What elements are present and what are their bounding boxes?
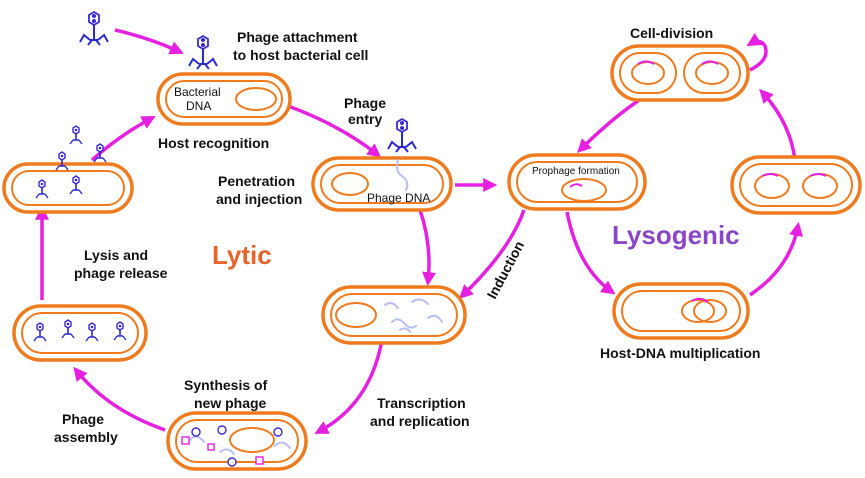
label-synthesis-2: new phage [194, 395, 267, 411]
cell-penetration [311, 156, 453, 212]
label-assembly-2: assembly [54, 429, 118, 445]
label-prophage-formation: Prophage formation [532, 166, 620, 177]
label-phage-entry-2: entry [348, 111, 382, 127]
cell-transcription [321, 285, 467, 345]
label-lysogenic: Lysogenic [612, 220, 740, 250]
arrow-to-synthesis [314, 339, 384, 434]
label-synthesis-1: Synthesis of [184, 377, 268, 393]
arrow-to-attachment [114, 28, 184, 55]
cycle-arrows [35, 28, 804, 434]
cell-host-recognition [156, 72, 292, 126]
cell-dividing [730, 155, 862, 215]
label-penetration-1: Penetration [218, 173, 295, 189]
arrow-lytic-down [418, 209, 437, 287]
cell-lysis [2, 162, 134, 214]
label-attachment-2: to host bacterial cell [233, 47, 368, 63]
arrow-to-prophage-from-top [577, 94, 646, 153]
label-lysis-1: Lysis and [84, 247, 148, 263]
label-phage-entry-1: Phage [344, 95, 386, 111]
cell-prophage [507, 153, 647, 211]
cell-host-dna-multiplication [612, 282, 750, 340]
label-attachment-1: Phage attachment [237, 29, 358, 45]
arrow-to-host-dna [565, 211, 616, 295]
cell-assembly [12, 304, 148, 362]
phage-free [79, 11, 109, 46]
label-host-recognition: Host recognition [158, 135, 269, 151]
label-bacterial-dna-2: DNA [186, 99, 211, 113]
label-lysis-2: phage release [74, 265, 168, 281]
arrow-to-cell-division [759, 88, 797, 161]
label-transcription-1: Transcription [377, 395, 466, 411]
phage-entering [387, 118, 417, 153]
label-bacterial-dna-1: Bacterial [174, 85, 221, 99]
arrow-cell-division-loop [746, 32, 768, 72]
label-host-dna-multiplication: Host-DNA multiplication [600, 345, 760, 361]
arrow-to-dividing-cell [749, 221, 804, 297]
label-cell-division: Cell-division [630, 25, 713, 41]
arrow-to-assembly [73, 366, 166, 432]
label-phage-dna: Phage DNA [367, 191, 430, 205]
label-assembly-1: Phage [62, 411, 104, 427]
label-lytic: Lytic [212, 240, 272, 270]
cell-synthesis [166, 411, 308, 471]
cell-division-cells [610, 44, 750, 102]
phage-attaching [188, 35, 218, 70]
label-penetration-2: and injection [216, 191, 302, 207]
arrow-induction [458, 209, 526, 299]
arrow-to-recognition [90, 116, 156, 162]
arrow-host-to-entry [287, 104, 382, 158]
label-transcription-2: and replication [370, 413, 470, 429]
